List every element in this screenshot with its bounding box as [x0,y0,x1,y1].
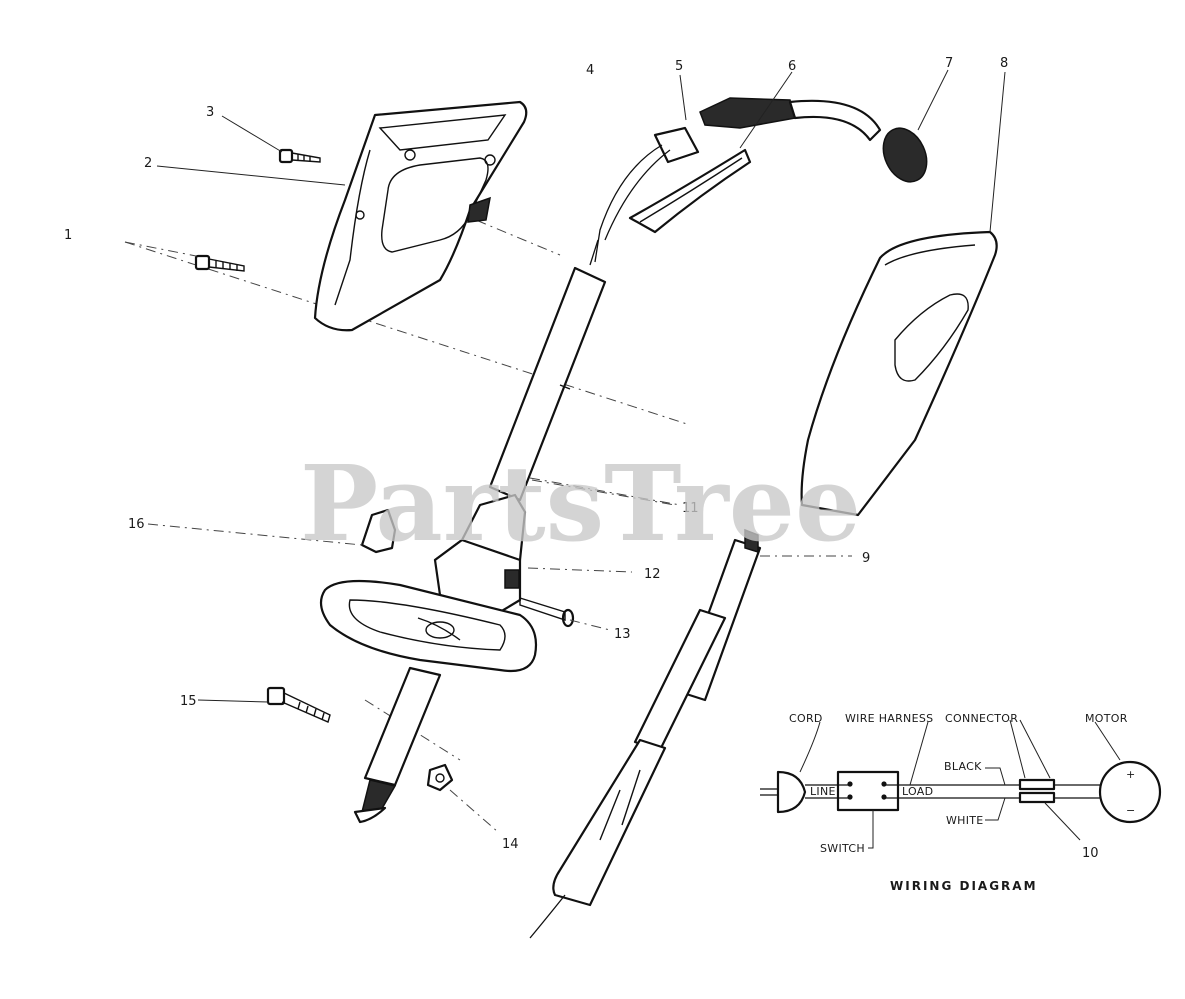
wiring-label-line: LINE [810,785,836,798]
part-label-6: 6 [788,59,796,74]
screw-small [278,148,321,164]
lower-left-shaft [353,666,442,824]
connector-black [1018,778,1056,791]
wiring-diagram: + − CORD WIRE HARNESS CONNECTOR MOTOR BL… [760,712,1162,893]
part-label-7: 7 [945,56,953,71]
part-label-13: 13 [614,627,631,642]
right-handle-half [800,230,998,517]
front-handle [319,579,538,673]
power-cord [699,97,928,183]
part-label-1: 1 [64,228,72,243]
part-number-labels: 3 2 1 4 5 6 7 8 11 16 12 9 13 15 14 [64,56,1008,852]
upper-tube [488,239,607,502]
cord-plug [776,770,807,814]
wiring-label-cord: CORD [789,712,823,725]
part-label-3: 3 [206,105,214,120]
wiring-label-wire-harness: WIRE HARNESS [845,712,933,725]
screw-long [194,254,245,272]
wiring-label-connector: CONNECTOR [945,712,1018,725]
part-label-12: 12 [644,567,661,582]
motor-minus: − [1126,804,1136,817]
wiring-label-switch: SWITCH [820,842,865,855]
nut-14 [426,763,454,792]
part-label-11: 11 [682,501,699,516]
label-leaders [124,69,1006,833]
wiring-diagram-title: WIRING DIAGRAM [890,879,1038,893]
part-label-15: 15 [180,694,197,709]
switch-assembly [594,126,700,263]
part-label-5: 5 [675,59,683,74]
left-handle-half [313,100,528,332]
lower-right-shaft [529,528,762,939]
part-label-2: 2 [144,156,152,171]
motor-circle [1098,760,1162,824]
wiring-label-white: WHITE [946,814,984,827]
switch-bracket [628,148,752,234]
part-label-16: 16 [128,517,145,532]
wiring-label-connector-ref: 10 [1082,846,1099,861]
part-label-9: 9 [862,551,870,566]
motor-plus: + [1126,768,1136,781]
wiring-label-black: BLACK [944,760,982,773]
wiring-label-load: LOAD [902,785,933,798]
screw-13 [519,597,575,628]
part-label-8: 8 [1000,56,1008,71]
wiring-label-motor: MOTOR [1085,712,1128,725]
assembly-centerlines [124,177,691,761]
part-label-4: 4 [586,63,594,78]
connector-white [1018,791,1056,804]
bracket-16 [360,508,397,554]
part-label-14: 14 [502,837,519,852]
switch-box [836,770,900,812]
watermark: PartsTree [300,442,861,565]
bolt-15 [266,686,331,723]
